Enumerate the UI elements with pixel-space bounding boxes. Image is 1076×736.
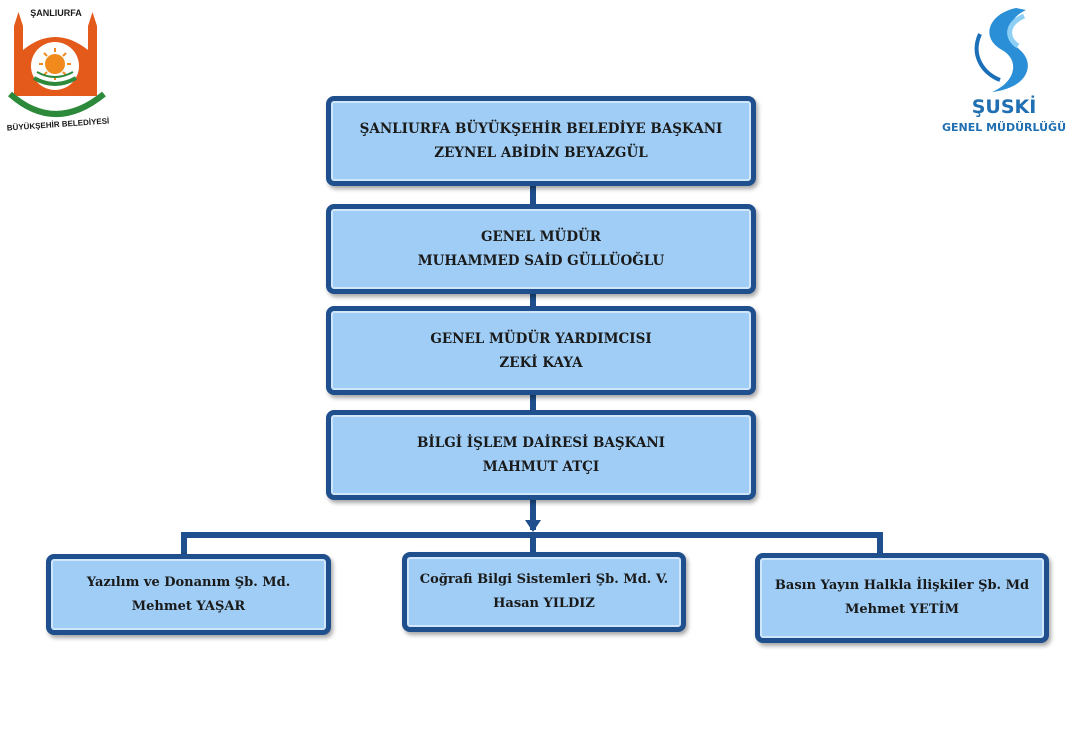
public-relations-name: Mehmet YETİM bbox=[844, 602, 959, 617]
connector-level-1-2 bbox=[530, 184, 536, 206]
org-box-software-hardware: Yazılım ve Donanım Şb. Md. Mehmet YAŞAR bbox=[46, 554, 331, 635]
left-logo-top-text: ŞANLIURFA bbox=[30, 8, 82, 18]
connector-branch-2 bbox=[530, 532, 536, 554]
it-department-head-name: MAHMUT ATÇI bbox=[482, 459, 600, 475]
connector-arrow-head bbox=[525, 520, 541, 532]
mayor-name: ZEYNEL ABİDİN BEYAZGÜL bbox=[434, 145, 648, 161]
org-box-public-relations: Basın Yayın Halkla İlişkiler Şb. Md Mehm… bbox=[755, 553, 1049, 643]
org-box-general-manager: GENEL MÜDÜR MUHAMMED SAİD GÜLLÜOĞLU bbox=[326, 204, 756, 294]
org-box-deputy-general-manager: GENEL MÜDÜR YARDIMCISI ZEKİ KAYA bbox=[326, 306, 756, 395]
software-hardware-title: Yazılım ve Donanım Şb. Md. bbox=[86, 574, 291, 590]
connector-level-2-3 bbox=[530, 292, 536, 308]
gis-name: Hasan YILDIZ bbox=[493, 596, 595, 611]
suski-logo-name: ŞUSKİ bbox=[971, 96, 1037, 118]
connector-level-4-bus bbox=[530, 498, 536, 530]
general-manager-name: MUHAMMED SAİD GÜLLÜOĞLU bbox=[417, 253, 665, 269]
it-department-head-title: BİLGİ İŞLEM DAİRESİ BAŞKANI bbox=[417, 435, 665, 451]
connector-branch-1 bbox=[181, 532, 187, 556]
suski-logo-subtitle: GENEL MÜDÜRLÜĞÜ bbox=[941, 121, 1067, 134]
deputy-general-manager-title: GENEL MÜDÜR YARDIMCISI bbox=[430, 330, 652, 347]
org-box-mayor: ŞANLIURFA BÜYÜKŞEHİR BELEDİYE BAŞKANI ZE… bbox=[326, 96, 756, 186]
general-manager-title: GENEL MÜDÜR bbox=[480, 229, 602, 245]
mayor-title: ŞANLIURFA BÜYÜKŞEHİR BELEDİYE BAŞKANI bbox=[359, 121, 723, 137]
connector-branch-3 bbox=[877, 532, 883, 556]
org-box-gis: Coğrafi Bilgi Sistemleri Şb. Md. V. Hasa… bbox=[402, 552, 686, 632]
sanliurfa-municipality-logo bbox=[8, 12, 106, 117]
public-relations-title: Basın Yayın Halkla İlişkiler Şb. Md bbox=[774, 578, 1030, 593]
suski-logo-mark bbox=[974, 8, 1028, 92]
gis-title: Coğrafi Bilgi Sistemleri Şb. Md. V. bbox=[419, 572, 669, 587]
software-hardware-name: Mehmet YAŞAR bbox=[131, 598, 246, 614]
org-box-it-department-head: BİLGİ İŞLEM DAİRESİ BAŞKANI MAHMUT ATÇI bbox=[326, 410, 756, 500]
connector-level-3-4 bbox=[530, 393, 536, 411]
deputy-general-manager-name: ZEKİ KAYA bbox=[499, 354, 583, 371]
